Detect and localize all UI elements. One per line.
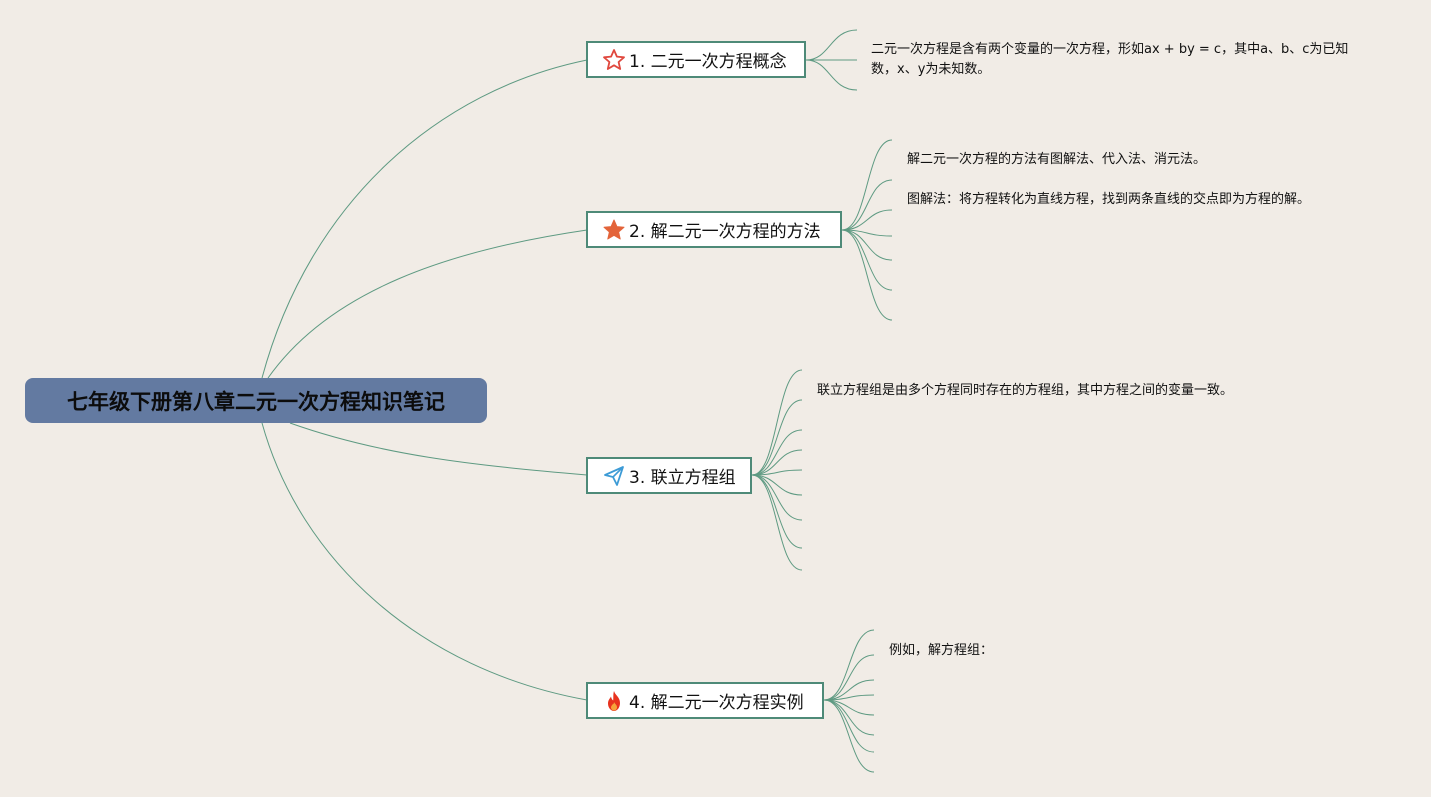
note-example-intro[interactable]: 例如，解方程组： — [889, 641, 993, 661]
paper-plane-icon — [604, 465, 624, 486]
fan-4-f — [823, 699, 875, 736]
fan-3-e — [751, 469, 803, 476]
note-concept-definition-text: 二元一次方程是含有两个变量的一次方程，形如ax + by = c，其中a、b、c… — [871, 42, 1349, 77]
star-outline-icon — [603, 48, 625, 70]
fan-3-g — [751, 474, 803, 521]
fan-2-c — [841, 209, 893, 231]
note-system-definition[interactable]: 联立方程组是由多个方程同时存在的方程组，其中方程之间的变量一致。 — [817, 381, 1233, 401]
fan-2-b — [841, 179, 893, 231]
fan-2-g — [841, 229, 893, 321]
topic-concept[interactable]: 1. 二元一次方程概念 — [586, 41, 806, 78]
link-root-topic-3 — [289, 422, 588, 476]
fan-2-e — [841, 229, 893, 261]
fan-1-c — [805, 59, 858, 91]
note-system-definition-text: 联立方程组是由多个方程同时存在的方程组，其中方程之间的变量一致。 — [817, 383, 1234, 398]
topic-system-label: 3. 联立方程组 — [629, 468, 736, 488]
topic-methods[interactable]: 2. 解二元一次方程的方法 — [586, 211, 842, 248]
topic-concept-label: 1. 二元一次方程概念 — [629, 52, 787, 72]
fan-3-i — [751, 474, 803, 571]
topic-examples-label: 4. 解二元一次方程实例 — [629, 693, 804, 713]
link-root-topic-2 — [267, 229, 588, 379]
fan-2-f — [841, 229, 893, 291]
fan-3-b — [751, 399, 803, 476]
note-graphing-method-text: 图解法：将方程转化为直线方程，找到两条直线的交点即为方程的解。 — [907, 192, 1311, 207]
fan-4-h — [823, 699, 875, 773]
root-topic[interactable]: 七年级下册第八章二元一次方程知识笔记 — [25, 378, 487, 423]
note-methods-list-text: 解二元一次方程的方法有图解法、代入法、消元法。 — [907, 152, 1207, 167]
fan-3-h — [751, 474, 803, 549]
root-topic-label: 七年级下册第八章二元一次方程知识笔记 — [67, 389, 445, 414]
fan-4-a — [823, 629, 875, 701]
fan-3-a — [751, 369, 803, 476]
note-example-intro-text: 例如，解方程组： — [889, 643, 994, 658]
fan-1-a — [805, 29, 858, 61]
topic-examples[interactable]: 4. 解二元一次方程实例 — [586, 682, 824, 719]
fan-2-a — [841, 139, 893, 231]
note-concept-definition[interactable]: 二元一次方程是含有两个变量的一次方程，形如ax + by = c，其中a、b、c… — [871, 40, 1366, 80]
link-root-topic-1 — [261, 59, 588, 379]
fan-3-c — [751, 429, 803, 476]
note-graphing-method[interactable]: 图解法：将方程转化为直线方程，找到两条直线的交点即为方程的解。 — [907, 190, 1310, 210]
topic-system[interactable]: 3. 联立方程组 — [586, 457, 752, 494]
star-filled-icon — [603, 219, 625, 239]
link-root-topic-4 — [261, 422, 588, 701]
note-methods-list[interactable]: 解二元一次方程的方法有图解法、代入法、消元法。 — [907, 150, 1206, 170]
fan-3-d — [751, 449, 803, 476]
fire-icon — [608, 690, 620, 711]
fan-4-b — [823, 654, 875, 701]
topic-methods-label: 2. 解二元一次方程的方法 — [629, 222, 821, 242]
